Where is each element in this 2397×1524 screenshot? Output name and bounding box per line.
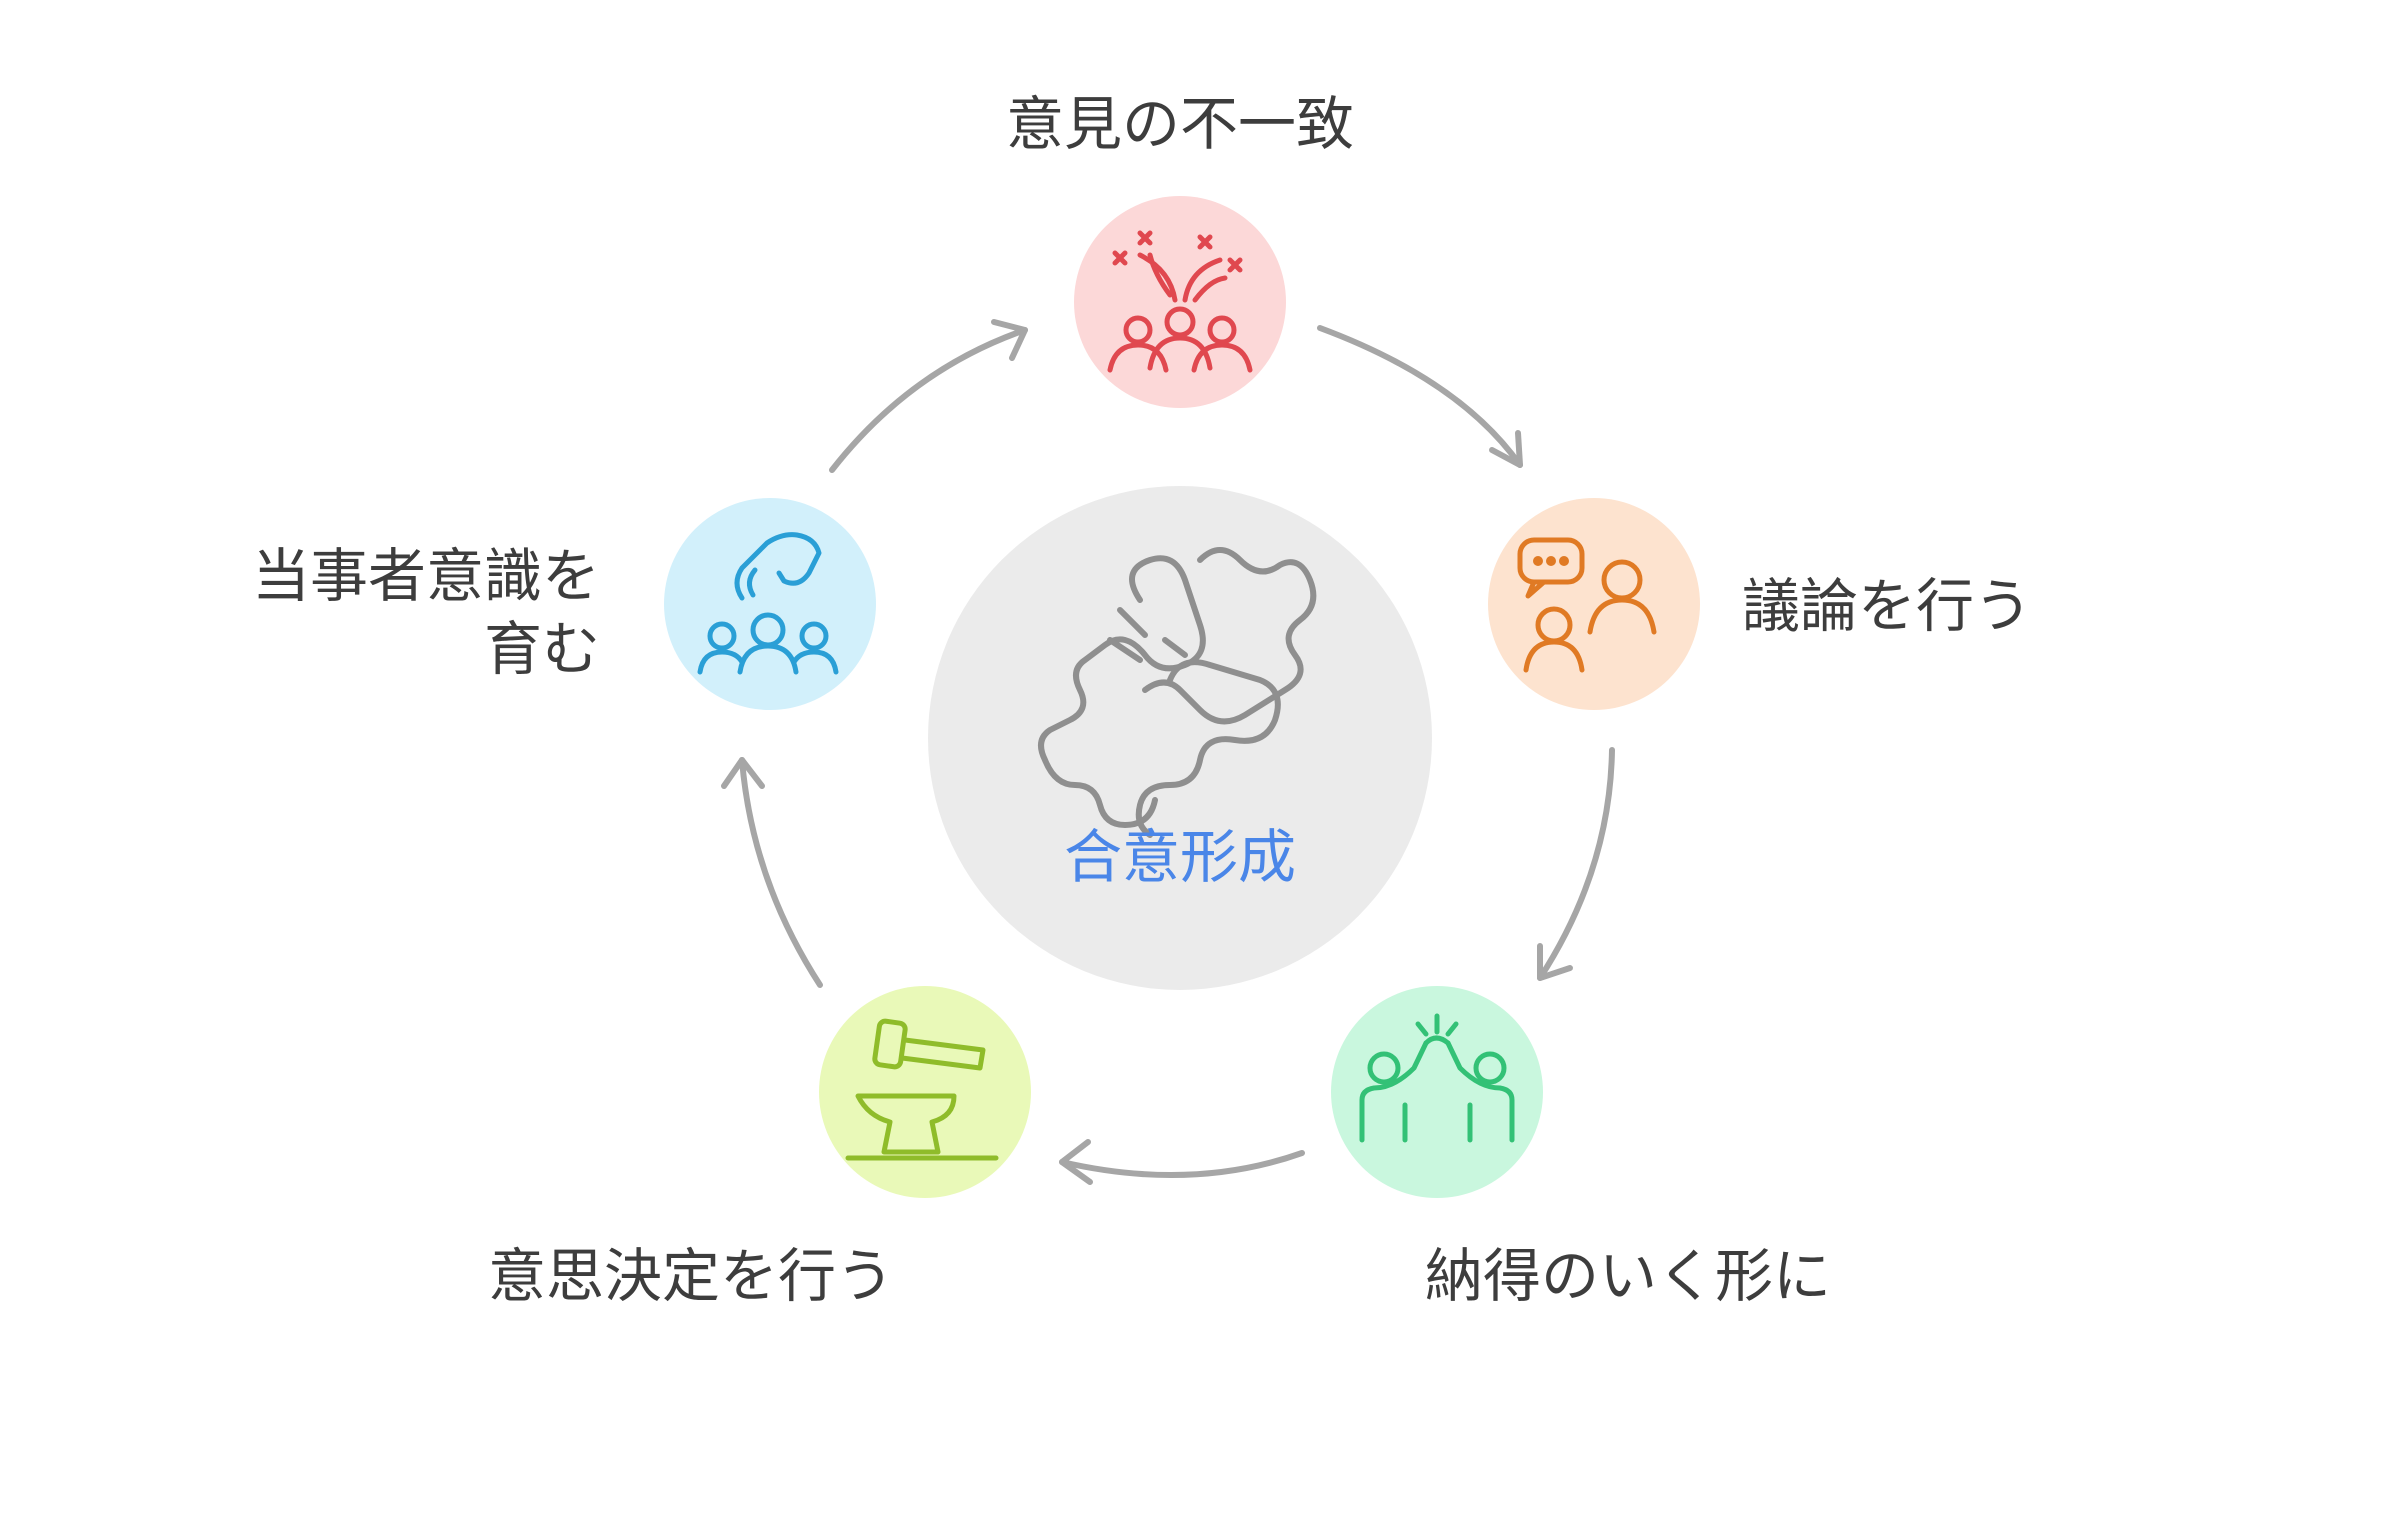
step-label-agreement: 納得のいく形に	[1425, 1242, 1832, 1310]
cycle-arrows	[721, 319, 1615, 1185]
step-circle-agreement	[1331, 986, 1543, 1198]
step-circle-decision	[819, 986, 1031, 1198]
arrowhead-5	[991, 319, 1028, 361]
step-label-decision: 意思決定を行う	[488, 1242, 895, 1310]
discussion-people-icon	[1517, 537, 1657, 673]
step-label-discussion: 議論を行う	[1742, 572, 2033, 640]
handshake-puzzle-icon	[1038, 547, 1317, 838]
disagreement-people-icon	[1107, 230, 1253, 373]
center-label: 合意形成	[1063, 823, 1296, 891]
step-circle-ownership	[664, 498, 876, 710]
arrowhead-1	[1489, 430, 1523, 468]
arrow-5	[829, 327, 1028, 473]
gavel-anvil-icon	[845, 1018, 999, 1161]
hand-over-team-icon	[697, 532, 839, 675]
step-label-ownership: 当事者意識を 育む	[240, 540, 600, 685]
center-circle	[928, 486, 1432, 990]
arrow-2	[1537, 747, 1615, 981]
arrowhead-4	[721, 757, 765, 789]
step-circle-disagreement	[1074, 196, 1286, 408]
step-label-ownership-line2: 育む	[483, 614, 600, 683]
high-five-icon	[1359, 1013, 1515, 1143]
arrowhead-2	[1537, 943, 1573, 981]
arrowhead-3	[1059, 1139, 1093, 1185]
step-label-ownership-line1: 当事者意識を	[251, 542, 600, 610]
arrow-1	[1317, 325, 1523, 468]
step-label-disagreement: 意見の不一致	[1005, 90, 1354, 158]
step-circle-discussion	[1488, 498, 1700, 710]
arrow-4	[739, 757, 823, 988]
arrow-3	[1059, 1150, 1305, 1179]
